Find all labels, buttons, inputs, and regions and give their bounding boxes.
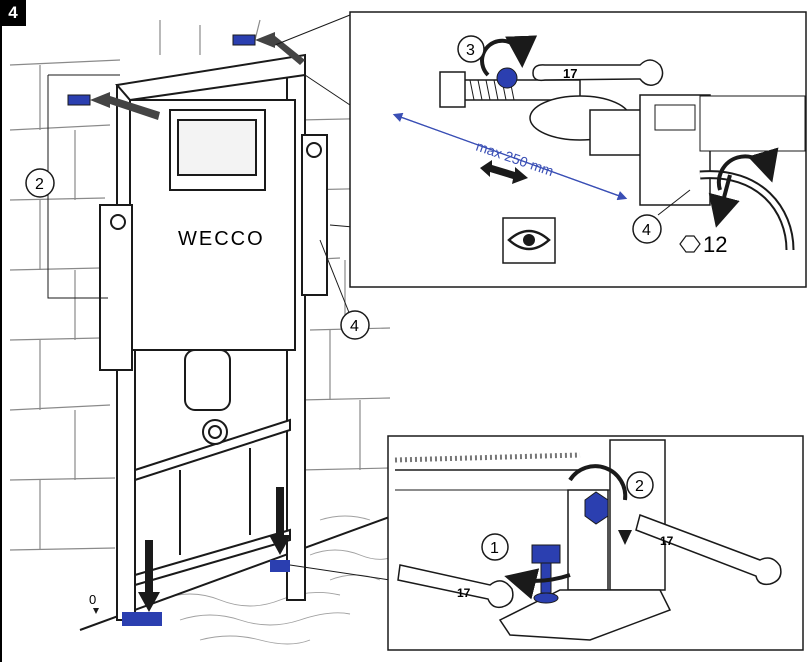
step-3-circle (457, 35, 485, 63)
bolt-side (584, 491, 609, 525)
page-left-rule (0, 26, 2, 662)
installation-frame (99, 53, 328, 621)
detail-box-top: max 250 mm 17 3 4 12 (274, 11, 807, 288)
eye-icon (502, 217, 556, 264)
callout-circle-left (25, 168, 55, 198)
callout-left-label: 2 (35, 176, 44, 193)
wall-tiles (9, 19, 391, 551)
detail-box-bottom: 17 17 1 2 (289, 435, 804, 651)
step-2-label: 2 (635, 478, 644, 495)
wrench-bottom-right (635, 514, 782, 586)
floor-anchor-arrows (138, 487, 291, 612)
wrench-top-size: 17 (563, 66, 577, 81)
callout-right-label: 4 (350, 318, 359, 335)
pull-arrows (90, 32, 305, 120)
frame-brand-label: WECCO (178, 228, 265, 250)
wrench-bottom-left (397, 564, 514, 609)
hexagon-icon (679, 235, 701, 253)
callout-circle-right (340, 310, 370, 340)
wrench-bottom-right-size: 17 (660, 534, 674, 548)
detail-callout-4-circle (632, 214, 662, 244)
step-2-circle (626, 471, 654, 499)
wrench-top (532, 59, 664, 86)
step-1-label: 1 (490, 540, 499, 557)
foot-plates (122, 560, 290, 626)
hex-size-label: 12 (703, 232, 727, 257)
wrench-bottom-left-size: 17 (457, 586, 471, 600)
bolt-top (531, 544, 561, 564)
floor-level-marker (93, 608, 99, 614)
detail-callout-4-label: 4 (642, 222, 651, 239)
step-1-circle (481, 533, 509, 561)
step-3-label: 3 (466, 42, 475, 59)
left-callout-bracket (47, 75, 108, 299)
adjust-nut (496, 67, 518, 89)
floor-level-label: 0 (89, 592, 96, 607)
step-number-badge: 4 (0, 0, 26, 26)
